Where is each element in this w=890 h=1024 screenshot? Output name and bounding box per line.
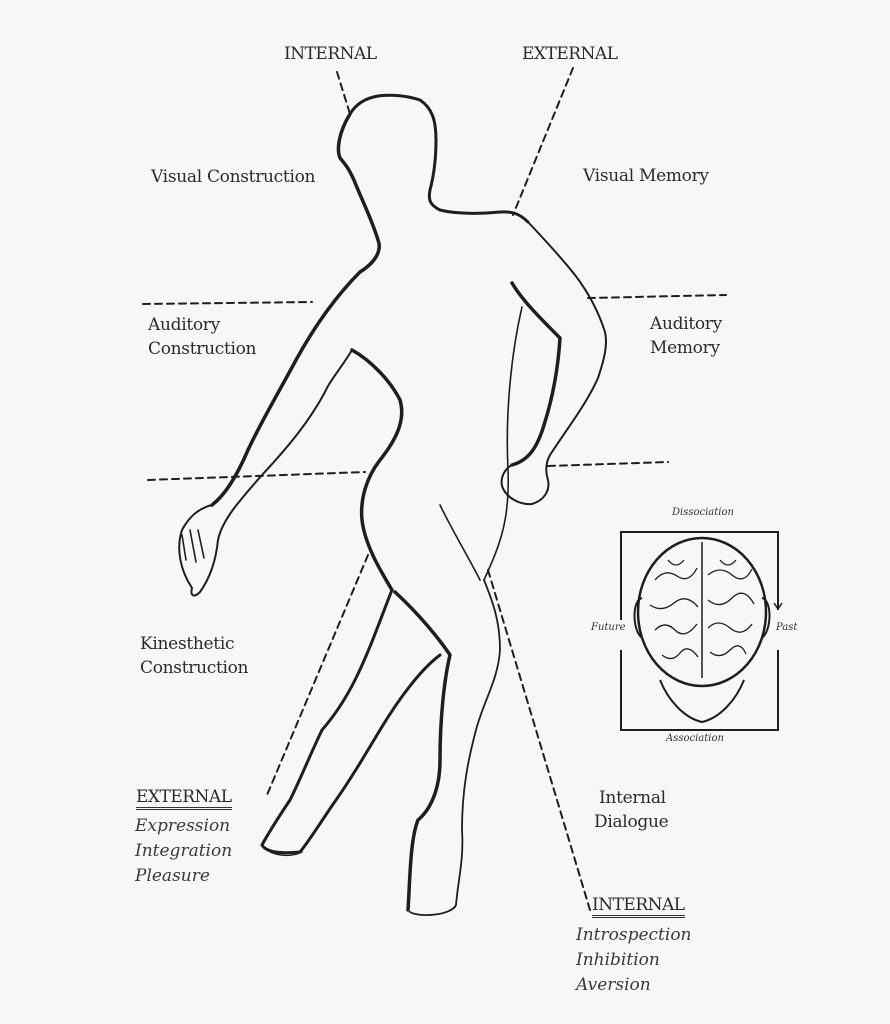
- right-arm-inner: [510, 281, 562, 467]
- internal-item-aversion: Aversion: [576, 975, 651, 995]
- visual-memory-label: Visual Memory: [583, 166, 709, 186]
- front-leg-outer: [409, 579, 501, 916]
- right-ear: [761, 597, 771, 639]
- auditory-construction-line2: Construction: [148, 339, 257, 359]
- bottom-internal-heading-text: INTERNAL: [592, 895, 685, 918]
- kinesthetic-construction-line2: Construction: [140, 658, 249, 678]
- kinesthetic-construction-line1: Kinesthetic: [140, 634, 235, 654]
- inset-past-label: Past: [776, 622, 798, 633]
- auditory-memory-label: Auditory Memory: [650, 312, 722, 360]
- torso-right-edge: [483, 306, 523, 581]
- auditory-construction-line1: Auditory: [148, 315, 220, 335]
- head-base: [659, 679, 745, 724]
- past-arrow-icon: [773, 595, 783, 611]
- left-ear: [633, 597, 643, 639]
- hip-back-curve: [350, 348, 404, 592]
- head-top-outline: [348, 93, 530, 224]
- external-item-pleasure: Pleasure: [135, 866, 210, 886]
- dashed-guide-lines: [142, 67, 727, 911]
- internal-item-inhibition: Inhibition: [576, 950, 660, 970]
- back-leg-outline: [260, 588, 442, 855]
- inset-frame: [620, 531, 779, 731]
- right-arm-outline: [500, 221, 608, 506]
- kinesthetic-construction-label: Kinesthetic Construction: [140, 632, 249, 680]
- left-arm-outline: [178, 349, 353, 597]
- foot-detail: [261, 844, 303, 857]
- visual-construction-label: Visual Construction: [151, 167, 316, 187]
- external-item-expression: Expression: [135, 816, 231, 836]
- thigh-line: [439, 504, 481, 581]
- auditory-memory-line2: Memory: [650, 338, 720, 358]
- inset-dissociation-label: Dissociation: [672, 507, 734, 518]
- internal-dialogue-line2: Dialogue: [594, 812, 669, 832]
- inset-association-label: Association: [666, 733, 724, 744]
- inset-future-label: Future: [591, 622, 626, 633]
- front-leg-back-edge: [393, 590, 452, 912]
- auditory-construction-label: Auditory Construction: [148, 313, 257, 361]
- bottom-internal-items: Introspection Inhibition Aversion: [576, 923, 692, 998]
- bottom-internal-heading: INTERNAL: [592, 893, 685, 918]
- brain-outline: [636, 536, 768, 688]
- internal-item-introspection: Introspection: [576, 925, 692, 945]
- external-item-integration: Integration: [135, 841, 233, 861]
- bottom-external-heading: EXTERNAL: [136, 785, 232, 810]
- brain-gyri: [649, 559, 755, 660]
- top-external-label: EXTERNAL: [522, 44, 618, 64]
- head-outline: [210, 112, 381, 507]
- top-internal-label: INTERNAL: [284, 44, 377, 64]
- bottom-external-items: Expression Integration Pleasure: [135, 814, 232, 889]
- left-hand-fingers: [181, 529, 205, 563]
- brain-inset: [620, 531, 783, 731]
- internal-dialogue-label: Internal Dialogue: [594, 786, 669, 834]
- internal-dialogue-line1: Internal: [599, 788, 666, 808]
- bottom-external-heading-text: EXTERNAL: [136, 787, 232, 810]
- auditory-memory-line1: Auditory: [650, 314, 722, 334]
